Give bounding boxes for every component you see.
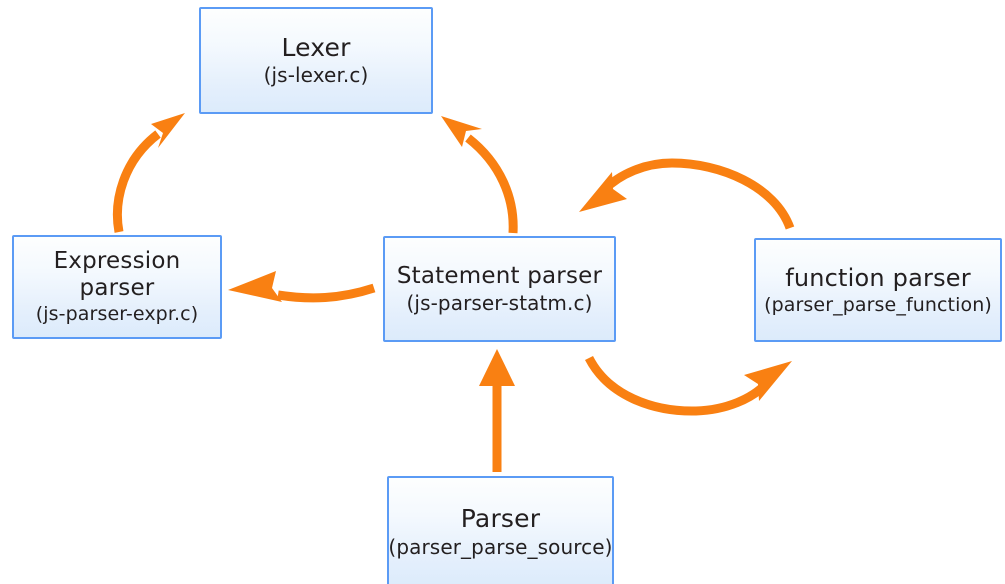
node-parser[interactable]: Parser (parser_parse_source) — [387, 476, 614, 584]
node-expression-parser-subtitle: (js-parser-expr.c) — [35, 303, 199, 326]
arrow-function-to-statement — [579, 158, 795, 230]
node-function-parser-subtitle: (parser_parse_function) — [764, 293, 992, 316]
node-function-parser[interactable]: function parser (parser_parse_function) — [754, 238, 1002, 342]
node-function-parser-title: function parser — [785, 263, 971, 292]
arrow-parser-to-statement — [479, 349, 515, 472]
arrow-statement-to-expression — [228, 271, 376, 303]
node-statement-parser-subtitle: (js-parser-statm.c) — [406, 290, 593, 315]
node-parser-subtitle: (parser_parse_source) — [388, 534, 613, 559]
node-expression-parser-title: Expression parser — [53, 248, 181, 301]
arrow-statement-to-lexer — [441, 116, 518, 234]
arrow-expression-to-lexer — [112, 113, 185, 233]
node-statement-parser-title: Statement parser — [396, 262, 603, 289]
node-statement-parser[interactable]: Statement parser (js-parser-statm.c) — [383, 236, 616, 342]
node-lexer-subtitle: (js-lexer.c) — [263, 63, 369, 88]
node-lexer[interactable]: Lexer (js-lexer.c) — [199, 7, 433, 114]
node-expression-parser[interactable]: Expression parser (js-parser-expr.c) — [12, 235, 222, 339]
node-lexer-title: Lexer — [281, 32, 351, 62]
arrow-statement-to-function — [584, 355, 792, 416]
node-parser-title: Parser — [460, 504, 541, 534]
